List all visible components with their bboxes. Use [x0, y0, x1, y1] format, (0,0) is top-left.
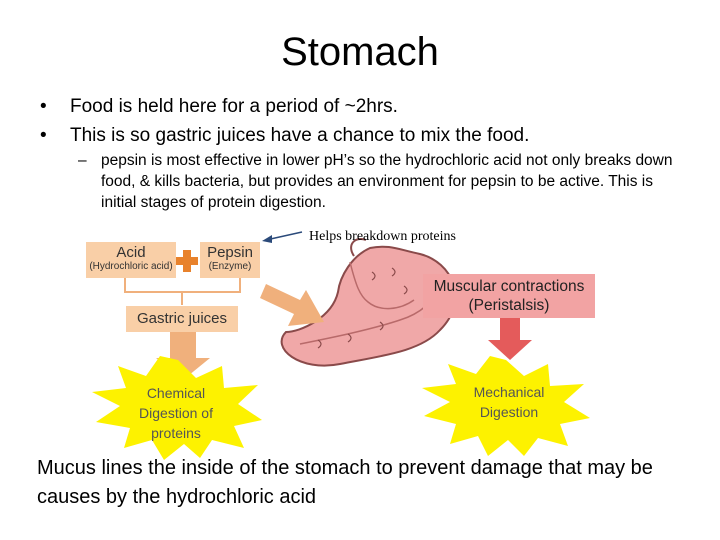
sub-bullet: – pepsin is most effective in lower pH’s… [78, 150, 678, 213]
annotation-arrowhead [262, 235, 272, 243]
annotation-label: Helps breakdown proteins [309, 229, 456, 244]
bullet-item: • Food is held here for a period of ~2hr… [40, 92, 700, 121]
pepsin-label: Pepsin [207, 244, 253, 261]
bullet-item: • This is so gastric juices have a chanc… [40, 121, 700, 150]
acid-label: Acid [116, 244, 146, 261]
bracket-line [124, 277, 241, 293]
pepsin-sublabel: (Enzyme) [208, 261, 252, 272]
mechanical-burst [422, 356, 590, 456]
bottom-text: Mucus lines the inside of the stomach to… [37, 457, 653, 508]
slide-title: Stomach [281, 30, 439, 74]
bullet-text: Food is held here for a period of ~2hrs. [70, 96, 398, 117]
muscular-down-arrow [488, 318, 532, 360]
mechanical-digestion-label: Mechanical Digestion [473, 384, 545, 420]
chemical-digestion-label: Chemical Digestion of proteins [139, 385, 213, 441]
sub-bullet-text: pepsin is most effective in lower pH’s s… [101, 152, 673, 211]
bullet-dot: • [40, 125, 47, 146]
acid-sublabel: (Hydrochloric acid) [89, 261, 173, 272]
bullet-dot: • [40, 96, 47, 117]
chemical-burst [92, 356, 262, 460]
pepsin-to-stomach-arrow [260, 284, 324, 326]
muscular-label: Muscular contractions (Peristalsis) [433, 278, 585, 314]
bullet-text: This is so gastric juices have a chance … [70, 125, 530, 146]
gastric-label: Gastric juices [136, 310, 228, 327]
sub-bullet-dash: – [78, 152, 87, 169]
bullet-list: • Food is held here for a period of ~2hr… [40, 92, 700, 150]
acid-box: Acid (Hydrochloric acid) [86, 242, 176, 278]
gastric-juices-box: Gastric juices [126, 306, 238, 332]
pepsin-box: Pepsin (Enzyme) [200, 242, 260, 278]
plus-icon [176, 250, 198, 272]
muscular-contractions-box: Muscular contractions (Peristalsis) [423, 274, 595, 318]
